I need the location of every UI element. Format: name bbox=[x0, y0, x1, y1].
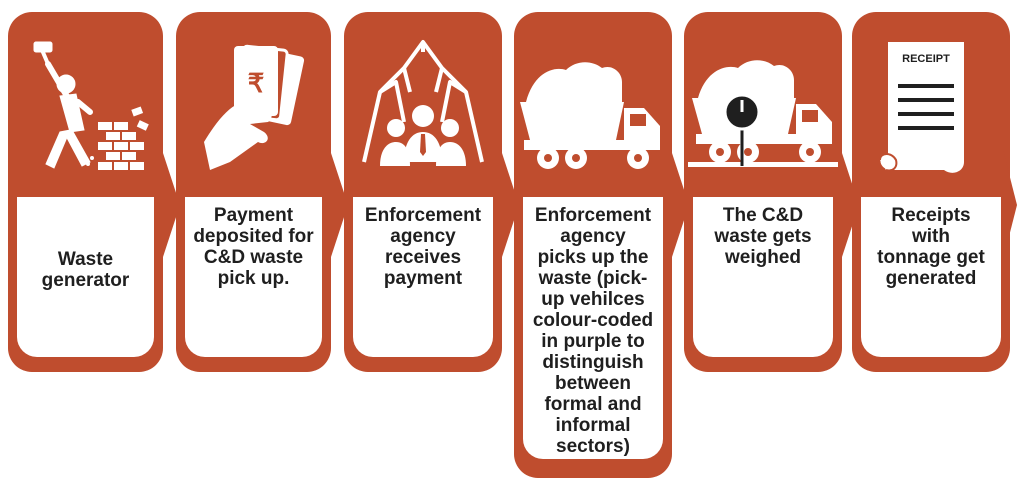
step-card-weighed: The C&D waste gets weighed bbox=[684, 12, 842, 372]
truck-on-weighing-scale-icon bbox=[684, 12, 842, 192]
step-panel: Enforcement agency picks up the waste (p… bbox=[523, 197, 663, 459]
step-label-waste-generator: Waste generator bbox=[41, 249, 130, 291]
chevron-arrow-icon bbox=[1003, 150, 1017, 260]
step-card-agency-receives: Enforcement agency receives payment bbox=[344, 12, 502, 372]
chevron-arrow-icon bbox=[330, 150, 352, 260]
step-label-agency-receives: Enforcement agency receives payment bbox=[364, 205, 482, 289]
dump-truck-icon bbox=[514, 12, 672, 192]
step-panel: The C&D waste gets weighed bbox=[693, 197, 833, 357]
demolition-worker-icon bbox=[8, 12, 163, 192]
chevron-arrow-icon bbox=[162, 150, 184, 260]
chevron-arrow-icon bbox=[841, 150, 863, 260]
step-card-pickup: Enforcement agency picks up the waste (p… bbox=[514, 12, 672, 478]
step-panel: Waste generator bbox=[17, 197, 154, 357]
step-card-payment: ₹ Payment deposited for C&D waste pick u… bbox=[176, 12, 331, 372]
chevron-arrow-icon bbox=[501, 150, 523, 260]
step-panel: Receipts with tonnage get generated bbox=[861, 197, 1001, 357]
step-label-receipts: Receipts with tonnage get generated bbox=[877, 205, 985, 289]
agency-people-icon bbox=[344, 12, 502, 192]
step-panel: Enforcement agency receives payment bbox=[353, 197, 493, 357]
step-label-weighed: The C&D waste gets weighed bbox=[714, 205, 812, 268]
step-card-receipts: RECEIPT Receipts with tonnage get genera… bbox=[852, 12, 1010, 372]
chevron-arrow-icon bbox=[671, 150, 693, 260]
hand-with-rupee-note-icon: ₹ bbox=[176, 12, 331, 192]
step-label-pickup: Enforcement agency picks up the waste (p… bbox=[532, 205, 654, 457]
step-panel: Payment deposited for C&D waste pick up. bbox=[185, 197, 322, 357]
svg-text:₹: ₹ bbox=[248, 68, 265, 98]
receipt-icon: RECEIPT bbox=[852, 12, 1010, 192]
step-label-payment: Payment deposited for C&D waste pick up. bbox=[193, 205, 314, 289]
step-card-waste-generator: Waste generator bbox=[8, 12, 163, 372]
receipt-heading: RECEIPT bbox=[902, 53, 950, 65]
